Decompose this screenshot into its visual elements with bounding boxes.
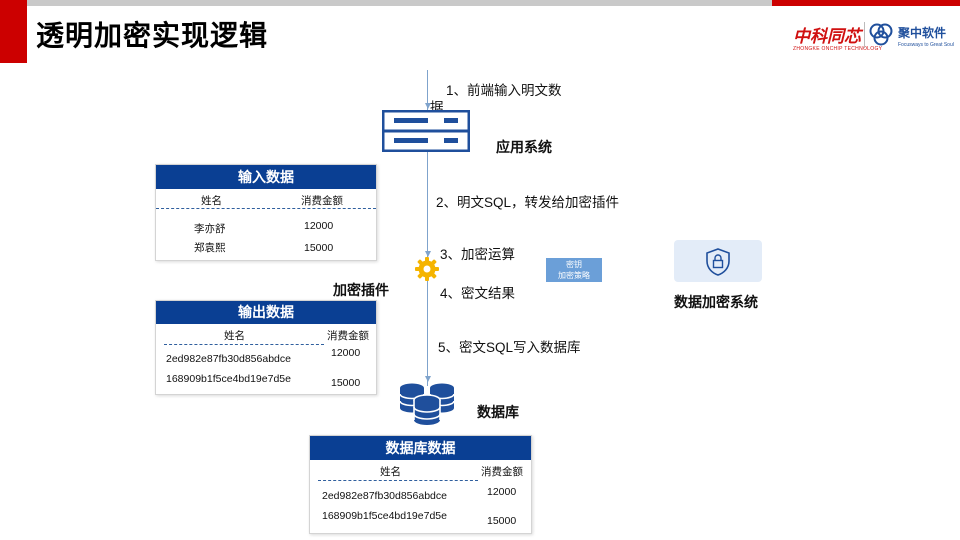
db-data-title: 数据库数据 — [310, 436, 531, 460]
output-header-divider — [164, 344, 324, 345]
output-data-title: 输出数据 — [156, 301, 376, 324]
key-policy-box: 密钥 加密策略 — [546, 258, 602, 282]
key-label: 密钥 — [566, 260, 582, 269]
input-row-2-name: 郑袁熙 — [194, 242, 226, 254]
flow-line — [427, 70, 428, 386]
output-header-amount: 消费金额 — [327, 330, 369, 342]
db-header-amount: 消费金额 — [481, 466, 523, 478]
encryption-system-label: 数据加密系统 — [674, 294, 758, 310]
db-row-1-amount: 12000 — [487, 486, 517, 498]
output-row-1-name: 2ed982e87fb30d856abdce — [166, 353, 291, 365]
shield-lock-icon — [706, 248, 730, 276]
arrow-head-2 — [424, 251, 431, 257]
db-header-name: 姓名 — [380, 466, 401, 478]
output-row-2-amount: 15000 — [331, 377, 361, 389]
output-header-name: 姓名 — [224, 330, 245, 342]
db-header-divider — [318, 480, 478, 481]
top-bar-red — [772, 0, 960, 6]
db-row-1-name: 2ed982e87fb30d856abdce — [322, 490, 447, 502]
step-1-label: 1、前端输入明文数 — [446, 83, 562, 98]
policy-label: 加密策略 — [558, 271, 590, 280]
jz-logo-icon — [869, 23, 893, 46]
page-title: 透明加密实现逻辑 — [36, 20, 269, 51]
input-data-panel: 输入数据 姓名 消费金额 李亦舒 12000 郑袁熙 15000 — [155, 164, 377, 261]
zkgx-logo: 中科同芯 ZHONGKE ONCHIP TECHNOLOGY — [793, 22, 882, 52]
input-data-title: 输入数据 — [156, 165, 376, 189]
step-2-label: 2、明文SQL，转发给加密插件 — [436, 195, 620, 210]
input-header-amount: 消费金额 — [301, 195, 343, 207]
input-header-name: 姓名 — [201, 195, 222, 207]
app-system-label: 应用系统 — [496, 139, 552, 155]
db-data-panel: 数据库数据 姓名 消费金额 2ed982e87fb30d856abdce 120… — [309, 435, 532, 534]
output-row-1-amount: 12000 — [331, 347, 361, 359]
input-row-1-amount: 12000 — [304, 220, 334, 232]
step-5-label: 5、密文SQL写入数据库 — [438, 340, 581, 355]
database-icon — [399, 383, 455, 425]
gear-icon — [415, 257, 439, 281]
server-icon — [382, 110, 470, 152]
db-row-2-amount: 15000 — [487, 515, 517, 527]
zkgx-logo-text: 中科同芯 — [793, 27, 861, 46]
output-row-2-name: 168909b1f5ce4bd19e7d5e — [166, 373, 291, 385]
step-4-label: 4、密文结果 — [440, 286, 516, 301]
input-header-divider — [156, 208, 376, 209]
db-row-2-name: 168909b1f5ce4bd19e7d5e — [322, 510, 447, 522]
output-data-panel: 输出数据 姓名 消费金额 2ed982e87fb30d856abdce 1200… — [155, 300, 377, 395]
arrow-head-3 — [424, 376, 431, 382]
top-bar-grey — [0, 0, 772, 6]
jz-logo: 聚中软件 Focusways to Great Soul — [898, 24, 954, 48]
database-label: 数据库 — [477, 404, 519, 420]
arrow-head-1 — [424, 103, 431, 109]
jz-logo-text: 聚中软件 — [898, 26, 947, 40]
jz-logo-subtext: Focusways to Great Soul — [898, 42, 954, 48]
title-accent-bar — [0, 0, 27, 63]
input-row-1-name: 李亦舒 — [194, 223, 226, 235]
plugin-label: 加密插件 — [333, 282, 389, 298]
zkgx-logo-subtext: ZHONGKE ONCHIP TECHNOLOGY — [793, 46, 883, 52]
logo-divider — [864, 22, 865, 48]
step-3-label: 3、加密运算 — [440, 247, 516, 262]
input-row-2-amount: 15000 — [304, 242, 334, 254]
